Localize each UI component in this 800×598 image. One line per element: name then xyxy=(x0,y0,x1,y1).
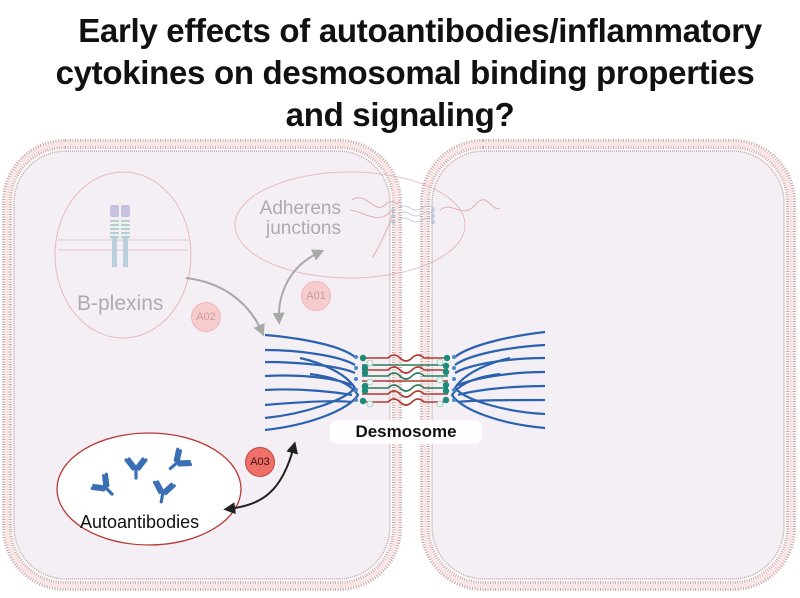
adherens-label-line-2: junctions xyxy=(266,218,341,239)
autoantibodies-inset xyxy=(56,432,242,546)
title-line-3: and signaling? xyxy=(285,96,515,133)
arrow-adherens-desmosome xyxy=(272,249,325,325)
antibody-icon xyxy=(168,447,193,471)
autoantibodies-label: Autoantibodies xyxy=(80,512,200,532)
arrow-b-plexins-to-desmosome xyxy=(185,277,265,337)
b-plexins-inset xyxy=(54,171,192,339)
arrow-autoantibodies-desmosome xyxy=(223,441,298,515)
title-line-1: Early effects of autoantibodies/inflamma… xyxy=(78,12,762,49)
b-plexins-label: B-plexins xyxy=(77,292,164,315)
antibody-icon xyxy=(152,480,176,504)
adherens-label-line-1: Adherens xyxy=(259,198,341,219)
desmosome-label: Desmosome xyxy=(330,420,482,444)
adherens-junction-inset xyxy=(234,171,501,279)
antibody-icon xyxy=(124,457,148,480)
desmosomal-cadherins xyxy=(362,354,448,406)
desmosome-plaques xyxy=(354,354,456,408)
badge-a01: A01 xyxy=(301,281,331,311)
title-line-2: cytokines on desmosomal binding properti… xyxy=(55,54,755,91)
desmosome-filaments-right xyxy=(450,330,546,430)
badge-a03: A03 xyxy=(245,447,275,477)
badge-a02: A02 xyxy=(191,302,221,332)
page-title: Early effects of autoantibodies/inflamma… xyxy=(0,10,800,136)
plexin-receptor-icon xyxy=(110,205,130,267)
antibody-icon xyxy=(90,472,114,496)
desmosome-filaments-left xyxy=(264,333,360,432)
